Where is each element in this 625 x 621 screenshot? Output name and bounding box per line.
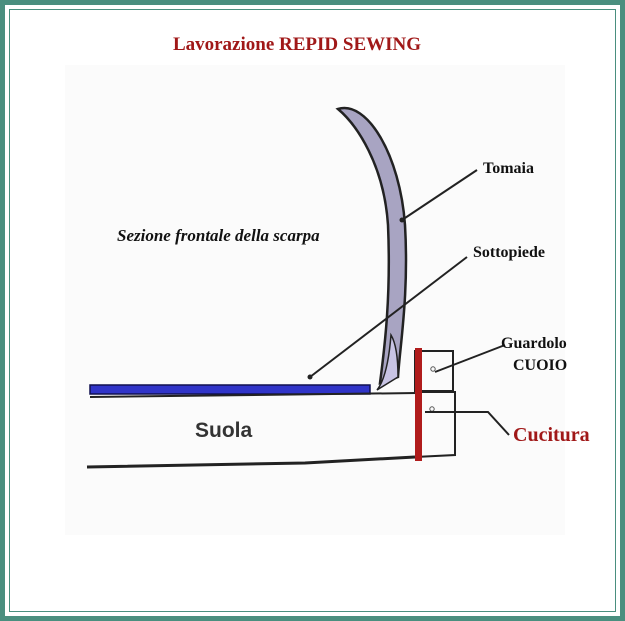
welt-mark: [430, 366, 436, 372]
background-texture: [65, 65, 565, 535]
label-cucitura: Cucitura: [513, 424, 590, 446]
insole-sottopiede: [89, 384, 371, 395]
leader-tomaia: [401, 169, 478, 221]
label-sottopiede: Sottopiede: [473, 244, 545, 261]
label-tomaia: Tomaia: [483, 160, 534, 177]
leader-tomaia-dot: [399, 217, 405, 223]
diagram-title: Lavorazione REPID SEWING: [173, 34, 421, 55]
leader-sottopiede: [309, 256, 468, 378]
stitch-cucitura: [415, 348, 422, 461]
upper-lasting-margin: [376, 332, 399, 391]
insole-base-line: [89, 392, 418, 398]
label-guardolo: Guardolo: [501, 335, 567, 352]
label-cuoio: CUOIO: [513, 357, 567, 374]
sole-edge: [414, 391, 456, 458]
leader-cucitura: [425, 411, 510, 436]
leader-guardolo: [434, 344, 506, 373]
label-suola: Suola: [195, 419, 252, 442]
label-section: Sezione frontale della scarpa: [117, 226, 320, 245]
shoe-section-diagram: Lavorazione REPID SEWING Tomaia Sezione …: [65, 34, 590, 535]
leader-sottopiede-dot: [307, 374, 313, 380]
sole-bottom-line: [86, 455, 416, 469]
